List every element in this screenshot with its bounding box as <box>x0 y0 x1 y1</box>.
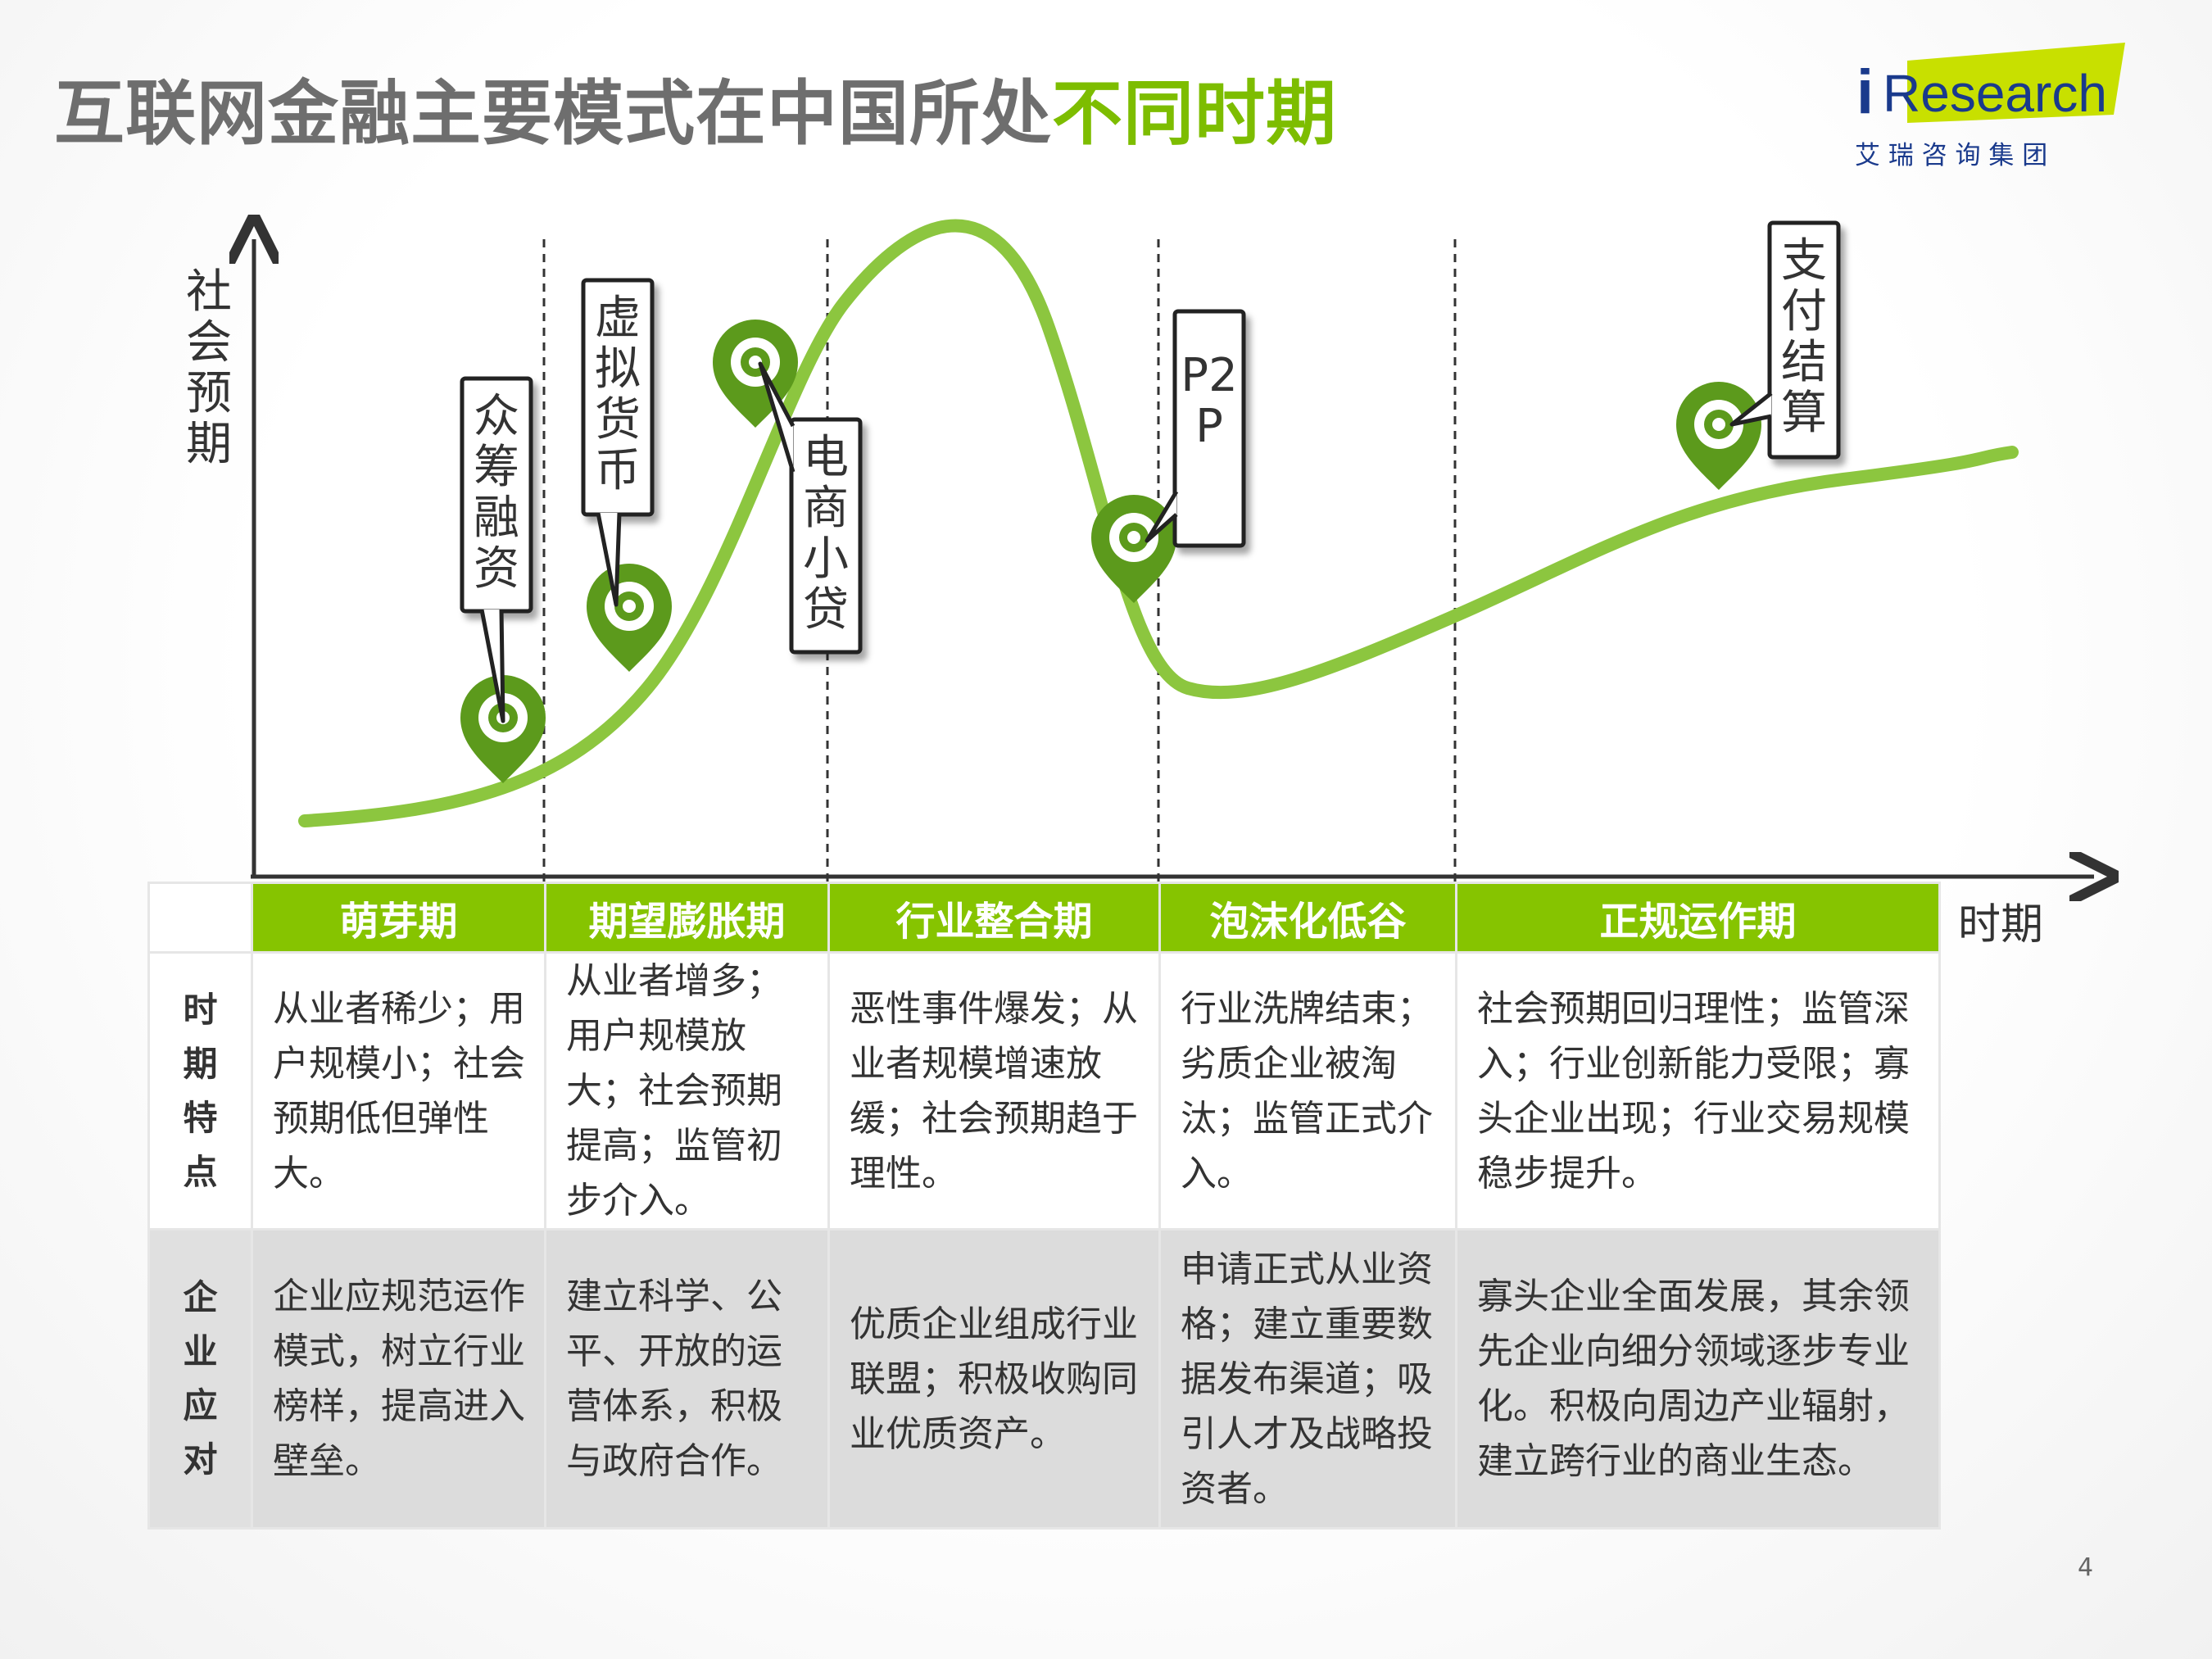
table-cell: 企业应规范运作模式，树立行业榜样，提高进入壁垒。 <box>251 1228 546 1530</box>
cell-text: 建立科学、公平、开放的运营体系，积极与政府合作。 <box>566 1276 782 1482</box>
stage-header: 泡沫化低谷 <box>1158 882 1457 954</box>
stage-header: 正规运作期 <box>1455 882 1941 954</box>
pin-icon <box>1676 382 1761 490</box>
table-cell: 申请正式从业资格；建立重要数据发布渠道；吸引人才及战略投资者。 <box>1158 1228 1457 1530</box>
cell-text: 恶性事件爆发；从业者规模增速放缓；社会预期趋于理性。 <box>850 987 1138 1194</box>
callout-boxes <box>460 220 1841 655</box>
table-row: 企业应对 企业应规范运作模式，树立行业榜样，提高进入壁垒。 建立科学、公平、开放… <box>147 1228 1941 1530</box>
cell-text: 申请正式从业资格；建立重要数据发布渠道；吸引人才及战略投资者。 <box>1181 1248 1433 1510</box>
table-cell: 建立科学、公平、开放的运营体系，积极与政府合作。 <box>544 1228 830 1530</box>
stage-header: 萌芽期 <box>251 882 546 954</box>
row-label: 企业应对 <box>183 1277 218 1480</box>
page-title: 互联网金融主要模式在中国所处不同时期 <box>54 56 1337 158</box>
title-highlight: 不同时期 <box>1052 73 1337 155</box>
cell-text: 优质企业组成行业联盟；积极收购同业优质资产。 <box>850 1303 1138 1455</box>
cell-text: 从业者增多；用户规模放大；社会预期提高；监管初步介入。 <box>566 960 782 1222</box>
stage-dividers <box>542 239 1457 882</box>
cell-text: 企业应规范运作模式，树立行业榜样，提高进入壁垒。 <box>273 1276 525 1482</box>
table-cell: 行业洗牌结束；劣质企业被淘汰；监管正式介入。 <box>1158 951 1457 1231</box>
table-cell: 优质企业组成行业联盟；积极收购同业优质资产。 <box>827 1228 1161 1530</box>
cell-text: 社会预期回归理性；监管深入；行业创新能力受限；寡头企业出现；行业交易规模稳步提升… <box>1477 987 1910 1194</box>
callout-virtual-currency: 虚拟货币 <box>595 292 641 497</box>
stage-header: 行业整合期 <box>827 882 1161 954</box>
stage-table: 萌芽期 期望膨胀期 行业整合期 泡沫化低谷 正规运作期 时期特点 从业者稀少；用… <box>147 882 1941 1530</box>
row-label-cell: 企业应对 <box>147 1228 253 1530</box>
callout-crowdfunding: 众筹融资 <box>474 390 519 596</box>
page-number: 4 <box>2078 1553 2094 1582</box>
pin-icon <box>587 564 672 672</box>
callout-ecommerce-loan: 电商小贷 <box>803 431 849 637</box>
table-row: 时期特点 从业者稀少；用户规模小；社会预期低但弹性大。 从业者增多；用户规模放大… <box>147 951 1941 1231</box>
callout-pointers <box>479 361 1773 723</box>
cell-text: 从业者稀少；用户规模小；社会预期低但弹性大。 <box>273 987 525 1194</box>
title-main: 互联网金融主要模式在中国所处 <box>54 73 1052 155</box>
callout-p2p: P2P <box>1181 349 1238 453</box>
table-cell: 从业者稀少；用户规模小；社会预期低但弹性大。 <box>251 951 546 1231</box>
table-cell: 从业者增多；用户规模放大；社会预期提高；监管初步介入。 <box>544 951 830 1231</box>
expectation-curve <box>298 219 2019 827</box>
table-corner <box>147 882 253 954</box>
x-axis-label: 时期 <box>1958 900 2044 950</box>
cell-text: 行业洗牌结束；劣质企业被淘汰；监管正式介入。 <box>1181 987 1433 1194</box>
stage-header-row: 萌芽期 期望膨胀期 行业整合期 泡沫化低谷 正规运作期 <box>147 882 1941 954</box>
row-label: 时期特点 <box>183 989 218 1192</box>
iresearch-logo: i Research 艾 瑞 咨 询 集 团 <box>1855 43 2125 170</box>
y-axis-label: 社会预期 <box>186 265 232 471</box>
cell-text: 寡头企业全面发展，其余领先企业向细分领域逐步专业化。积极向周边产业辐射，建立跨行… <box>1477 1276 1910 1482</box>
row-label-cell: 时期特点 <box>147 951 253 1231</box>
table-cell: 寡头企业全面发展，其余领先企业向细分领域逐步专业化。积极向周边产业辐射，建立跨行… <box>1455 1228 1941 1530</box>
table-cell: 恶性事件爆发；从业者规模增速放缓；社会预期趋于理性。 <box>827 951 1161 1231</box>
stage-header: 期望膨胀期 <box>544 882 830 954</box>
callout-payment: 支付结算 <box>1781 234 1827 440</box>
logo-research: Research <box>1883 64 2107 123</box>
logo-i: i <box>1856 57 1874 127</box>
logo-subtitle: 艾 瑞 咨 询 集 团 <box>1855 141 2047 170</box>
table-cell: 社会预期回归理性；监管深入；行业创新能力受限；寡头企业出现；行业交易规模稳步提升… <box>1455 951 1941 1231</box>
